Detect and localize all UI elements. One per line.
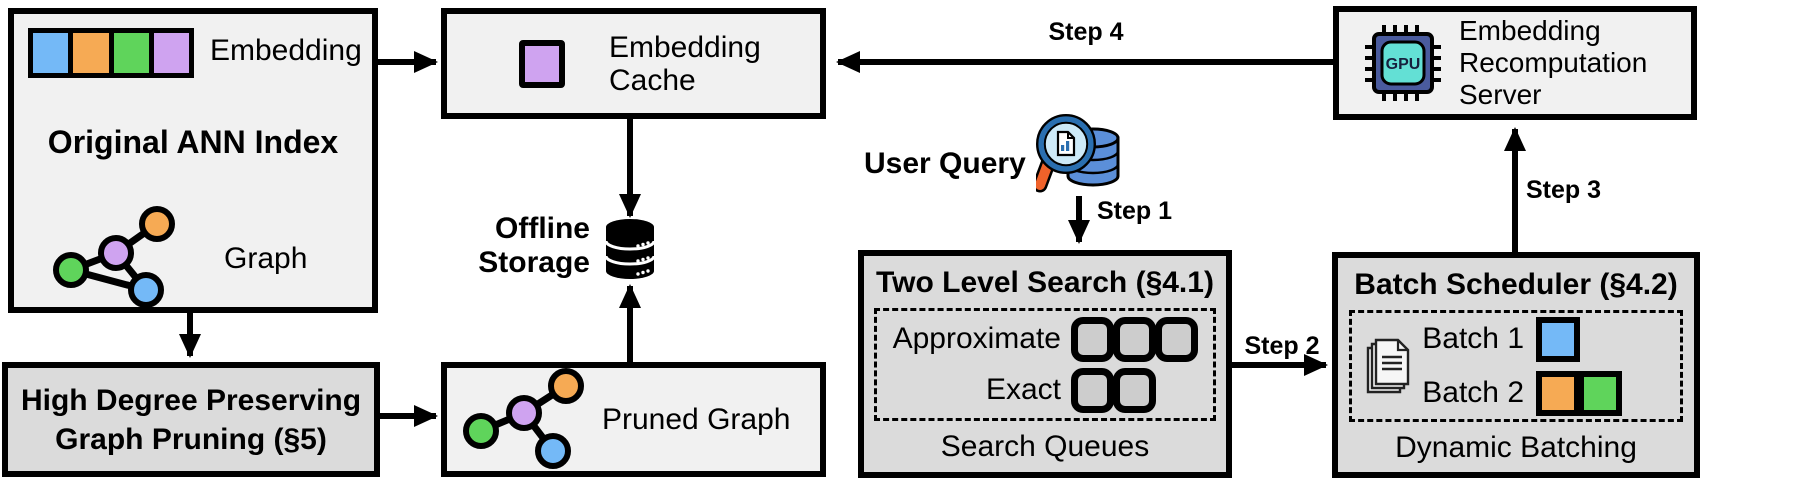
queue-slot [1071, 316, 1114, 362]
step3-label: Step 3 [1526, 176, 1602, 204]
approximate-queue-row: Approximate [881, 316, 1213, 362]
batch1-row: Batch 1 [1412, 316, 1680, 362]
queue-slot [1155, 316, 1198, 362]
database-icon [604, 219, 656, 279]
original-ann-index-title: Original ANN Index [47, 124, 339, 160]
documents-icon [1366, 338, 1410, 394]
step1-label: Step 1 [1097, 197, 1173, 225]
embedding-cell [153, 33, 189, 73]
pruned-graph-icon [463, 368, 584, 469]
server-label-line1: Embedding [1459, 15, 1601, 46]
cache-label-line2: Cache [609, 63, 696, 97]
approximate-label: Approximate [892, 322, 1061, 355]
batch-scheduler-title: Batch Scheduler (§4.2) [1354, 268, 1678, 301]
step2-label: Step 2 [1244, 332, 1320, 360]
two-level-search-title: Two Level Search (§4.1) [876, 266, 1214, 299]
graph-pruning-box: High Degree Preserving Graph Pruning (§5… [2, 362, 380, 477]
dynamic-batching-panel: Batch 1 Batch 2 [1349, 310, 1683, 422]
cache-label-line1: Embedding [609, 30, 761, 64]
pruned-graph-label: Pruned Graph [602, 402, 791, 436]
embedding-vector-icon [28, 28, 194, 78]
batch-scheduler-box: Batch Scheduler (§4.2) Batch 1 [1332, 252, 1700, 478]
cached-embedding-icon [519, 39, 565, 88]
batch-swatch [1578, 370, 1622, 416]
batch-swatch [1536, 370, 1580, 416]
embedding-cache-box: Embedding Cache [441, 8, 826, 119]
batch2-row: Batch 2 [1412, 370, 1680, 416]
original-ann-index-box: Embedding Original ANN Index Graph [8, 8, 378, 313]
queue-slot [1113, 367, 1156, 413]
queue-slot [1113, 316, 1156, 362]
batch2-label: Batch 2 [1422, 376, 1524, 409]
queue-slot [1071, 367, 1114, 413]
offline-storage-label: Offline Storage [478, 212, 590, 279]
batch-swatch [1536, 316, 1580, 362]
exact-queue-row: Exact [881, 367, 1213, 413]
pruning-title-line2: Graph Pruning (§5) [55, 422, 327, 456]
recomputation-server-box: GPU Embedding Recomputation Server [1333, 6, 1697, 120]
embedding-label: Embedding [210, 34, 362, 67]
graph-label: Graph [224, 242, 308, 275]
search-queues-label: Search Queues [940, 430, 1150, 463]
embedding-cell [73, 33, 109, 73]
exact-label: Exact [985, 373, 1061, 406]
batch1-label: Batch 1 [1422, 322, 1524, 355]
embedding-cell [33, 33, 69, 73]
user-query-label: User Query [864, 147, 1026, 180]
dynamic-batching-label: Dynamic Batching [1395, 431, 1637, 464]
server-label-line3: Server [1459, 79, 1542, 110]
two-level-search-box: Two Level Search (§4.1) Approximate Exac… [858, 250, 1232, 478]
gpu-chip-icon: GPU [1365, 25, 1441, 101]
original-graph-icon [53, 206, 175, 308]
pruned-graph-box: Pruned Graph [441, 362, 826, 477]
step4-label: Step 4 [1048, 18, 1124, 46]
gpu-chip-label: GPU [1386, 56, 1421, 73]
pruning-title-line1: High Degree Preserving [20, 383, 362, 417]
user-query-icon [1036, 114, 1120, 193]
search-queues-panel: Approximate Exact [874, 308, 1216, 421]
server-label-line2: Recomputation [1459, 47, 1648, 78]
embedding-cell [113, 33, 149, 73]
